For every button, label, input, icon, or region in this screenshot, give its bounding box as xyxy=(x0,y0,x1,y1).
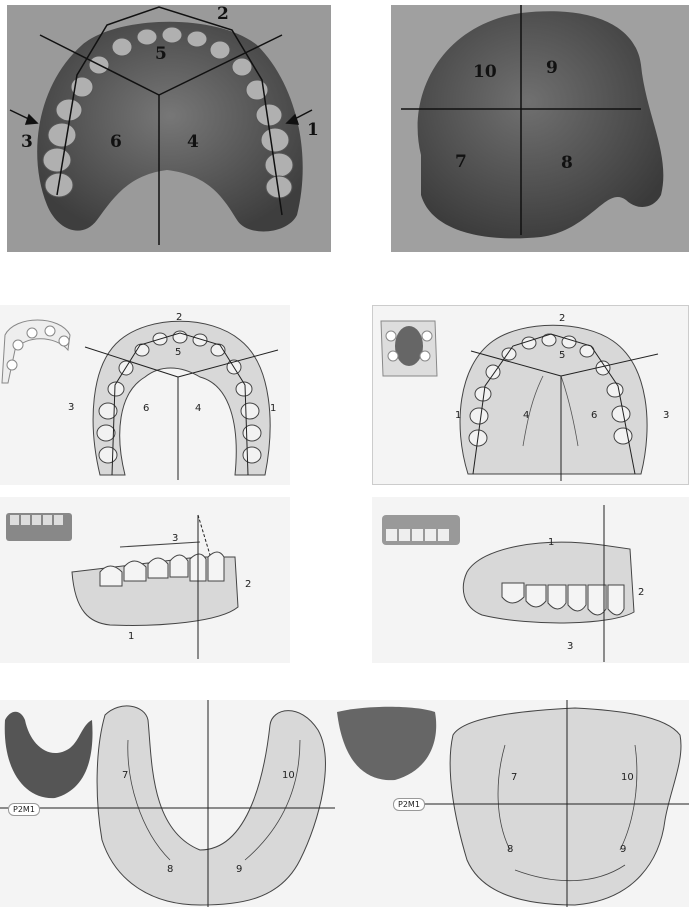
zone-label-1: 1 xyxy=(455,410,461,421)
zone-label-5: 5 xyxy=(155,44,167,64)
photo-maxillary-denture: 2 5 3 6 4 1 xyxy=(7,5,331,252)
zone-label-8: 8 xyxy=(507,844,513,855)
drawing-arch-left: 2 5 3 6 4 1 xyxy=(0,305,290,485)
zone-label-2: 2 xyxy=(217,5,229,24)
zone-label-3: 3 xyxy=(567,641,573,652)
zone-label-3: 3 xyxy=(21,132,33,152)
zone-label-9: 9 xyxy=(620,844,626,855)
zone-label-6: 6 xyxy=(110,132,122,152)
zone-label-4: 4 xyxy=(523,410,529,421)
drawing-base-right: 7 10 8 9 P2M1 xyxy=(335,700,689,907)
photo-denture-base: 10 9 7 8 xyxy=(391,5,689,252)
zone-label-1: 1 xyxy=(548,537,554,548)
drawing-base-left: 7 10 8 9 P2M1 xyxy=(0,700,335,907)
zone-label-5: 5 xyxy=(559,350,565,361)
reference-tag: P2M1 xyxy=(393,798,425,811)
zone-label-6: 6 xyxy=(591,410,597,421)
zone-label-10: 10 xyxy=(282,770,295,781)
zone-label-1: 1 xyxy=(128,631,134,642)
zone-label-4: 4 xyxy=(195,403,201,414)
zone-label-3: 3 xyxy=(663,410,669,421)
zone-label-2: 2 xyxy=(559,313,565,324)
zone-label-1: 1 xyxy=(307,120,319,140)
zone-label-7: 7 xyxy=(455,152,467,172)
zone-label-10: 10 xyxy=(473,62,497,82)
zone-label-10: 10 xyxy=(621,772,634,783)
drawing-arch-right: 2 5 1 4 6 3 xyxy=(372,305,689,485)
zone-label-3: 3 xyxy=(68,402,74,413)
zone-label-2: 2 xyxy=(638,587,644,598)
zone-label-7: 7 xyxy=(511,772,517,783)
drawing-side-right: 1 2 3 xyxy=(372,497,689,663)
zone-label-8: 8 xyxy=(167,864,173,875)
zone-label-2: 2 xyxy=(176,312,182,323)
zone-label-3: 3 xyxy=(172,533,178,544)
zone-label-4: 4 xyxy=(187,132,199,152)
drawing-side-left: 3 2 1 xyxy=(0,497,290,663)
zone-label-2: 2 xyxy=(245,579,251,590)
zone-label-9: 9 xyxy=(236,864,242,875)
reference-tag: P2M1 xyxy=(8,803,40,816)
zone-label-9: 9 xyxy=(546,58,558,78)
zone-label-8: 8 xyxy=(561,153,573,173)
zone-label-1: 1 xyxy=(270,403,276,414)
zone-label-5: 5 xyxy=(175,347,181,358)
zone-label-7: 7 xyxy=(122,770,128,781)
zone-label-6: 6 xyxy=(143,403,149,414)
